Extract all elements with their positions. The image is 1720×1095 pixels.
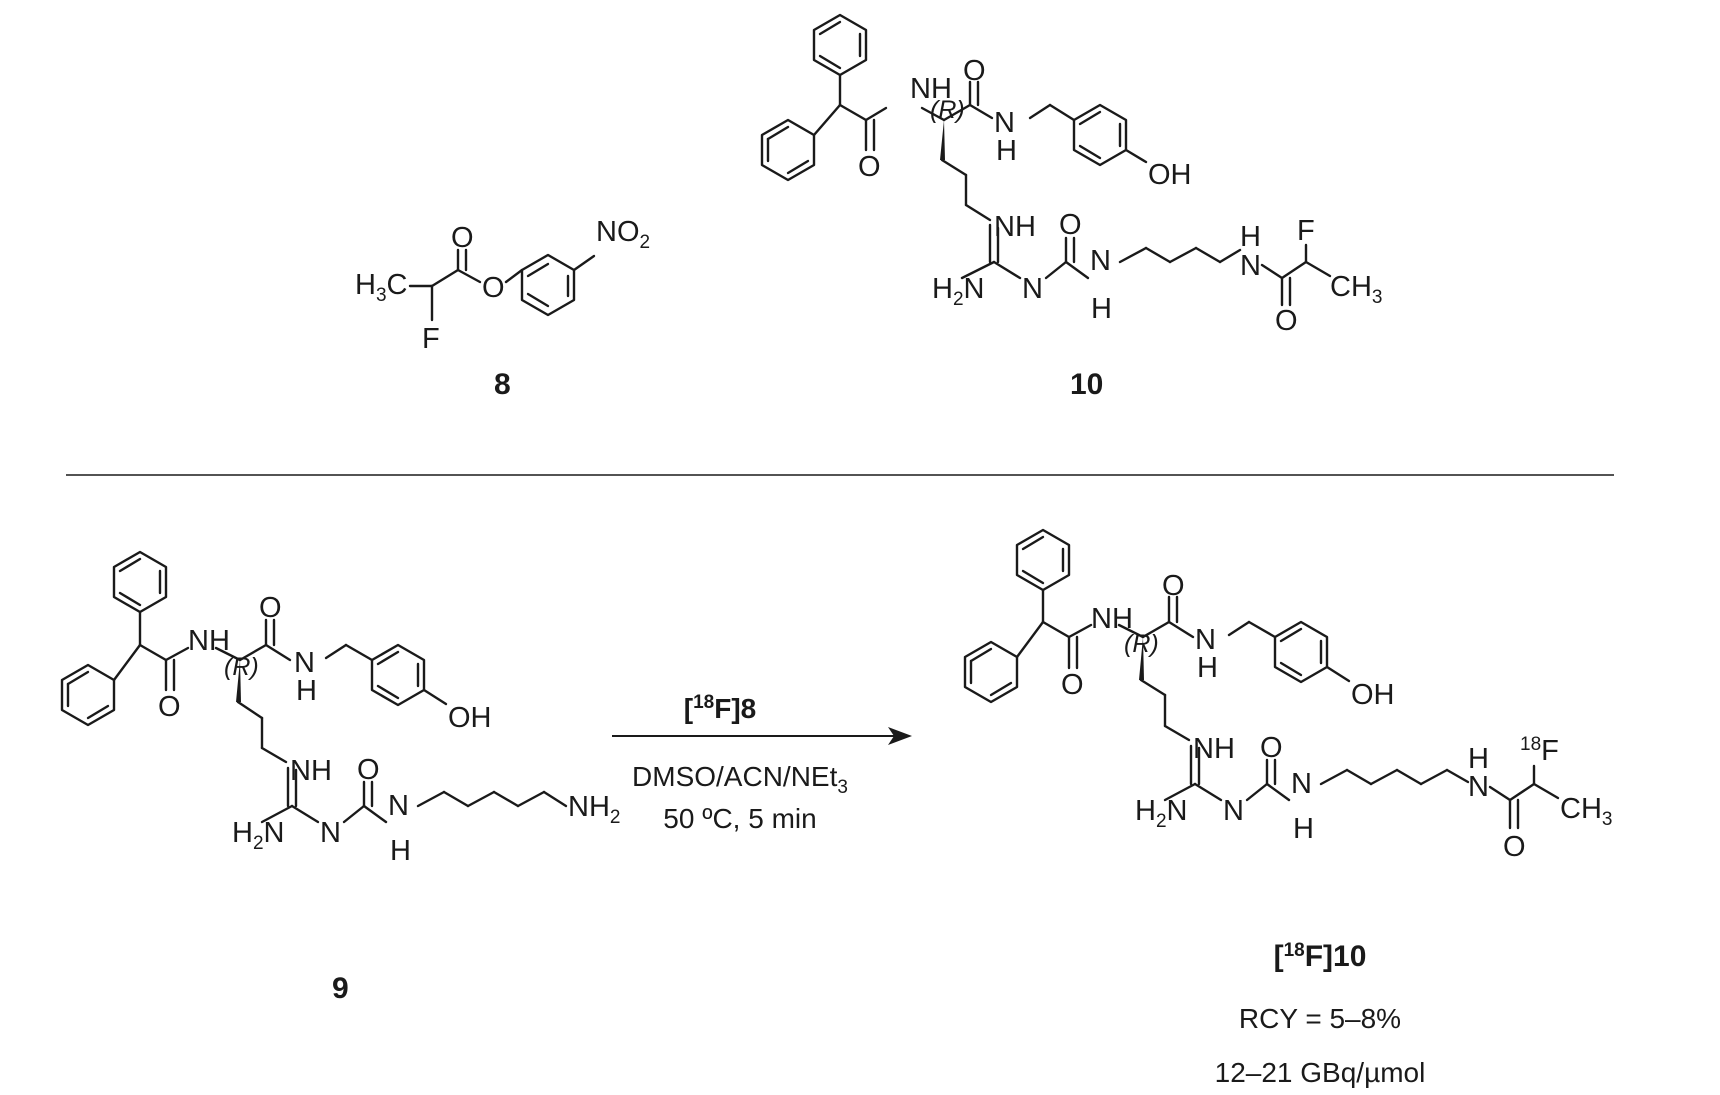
urea-o-label: O [357,754,380,786]
arrow-head-icon [888,727,912,745]
hydroxyl-label: OH [1351,679,1395,711]
stereo-r-label: (R) [224,653,259,681]
amide-nh-label: NH [188,625,230,657]
methyl-label: CH3 [1330,271,1382,308]
carbonyl-o-label: O [1061,669,1084,701]
conditions-label: 50 ºC, 5 min [663,803,816,834]
compound-8-label: 8 [494,368,511,401]
stereo-r-label: (R) [1124,630,1159,658]
amide-nh-label: NH [910,73,952,105]
carbonyl-oxygen-label: O [451,222,474,254]
hydroxyl-label: OH [1148,159,1192,191]
fluorine-label: F [1297,215,1315,247]
imine-n-label: N [1223,795,1244,827]
amide-h-label: H [296,675,317,707]
terminal-amine-label: NH2 [568,791,620,828]
solvents-label: DMSO/ACN/NEt3 [632,761,848,798]
guanidine-nh-label: NH [290,755,332,787]
urea-h-label: H [1091,293,1112,325]
carbonyl-o-label: O [259,592,282,624]
compound-f18-10-label: [18F]10 [1274,940,1367,973]
compound-9-structure: NH (R) O O N H OH NH H2N N O N H NH2 9 [60,550,620,1005]
urea-h-label: H [1293,813,1314,845]
amide-nh-label: NH [1091,603,1133,635]
amide-o-label: O [1503,831,1526,863]
amide-o-label: O [1275,305,1298,337]
guanidine-h2n-label: H2N [932,273,984,310]
urea-n-label: N [388,790,409,822]
urea-n-label: N [1291,768,1312,800]
compound-9-label: 9 [332,972,349,1005]
urea-n-label: N [1090,245,1111,277]
carbonyl-o-label: O [158,691,181,723]
h3c-label: H3C [355,269,407,306]
compound-8-structure: H3C F O O NO2 8 [355,216,650,401]
carbonyl-o-label: O [858,151,881,183]
reaction-arrow-group: [18F]8 DMSO/ACN/NEt3 50 ºC, 5 min [612,692,912,834]
stereo-r-label: (R) [930,96,965,124]
guanidine-h2n-label: H2N [232,817,284,854]
compound-f18-10-structure: NH (R) O O N H OH NH H2N N O N H H N O 1… [963,528,1612,1088]
urea-o-label: O [1260,732,1283,764]
imine-n-label: N [1022,273,1043,305]
molar-activity-label: 12–21 GBq/µmol [1215,1057,1426,1088]
amide-n-label: N [1195,624,1216,656]
amide-n-label: N [1240,250,1261,282]
imine-n-label: N [320,817,341,849]
carbonyl-o-label: O [963,55,986,87]
fluorine-18-label: 18F [1520,734,1559,767]
urea-h-label: H [390,835,411,867]
guanidine-nh-label: NH [994,211,1036,243]
compound-10-structure: NH (R) O O N H OH NH H2N N O N H H N O F… [760,13,1382,401]
amide-h-label: H [1240,221,1261,253]
ester-oxygen-label: O [482,272,505,304]
amide-n-label: N [294,647,315,679]
amide-n-label: N [994,107,1015,139]
methyl-label: CH3 [1560,793,1612,830]
fluorine-label: F [422,323,440,355]
amide-h-label: H [996,135,1017,167]
compound-10-label: 10 [1070,368,1103,401]
guanidine-nh-label: NH [1193,733,1235,765]
amide-h-label: H [1197,652,1218,684]
nitro-label: NO2 [596,216,650,253]
amide-n-label: N [1468,771,1489,803]
amide-h-label: H [1468,743,1489,775]
reagent-label: [18F]8 [684,692,756,724]
urea-o-label: O [1059,209,1082,241]
guanidine-h2n-label: H2N [1135,795,1187,832]
carbonyl-o-label: O [1162,570,1185,602]
rcy-label: RCY = 5–8% [1239,1003,1401,1034]
hydroxyl-label: OH [448,702,492,734]
